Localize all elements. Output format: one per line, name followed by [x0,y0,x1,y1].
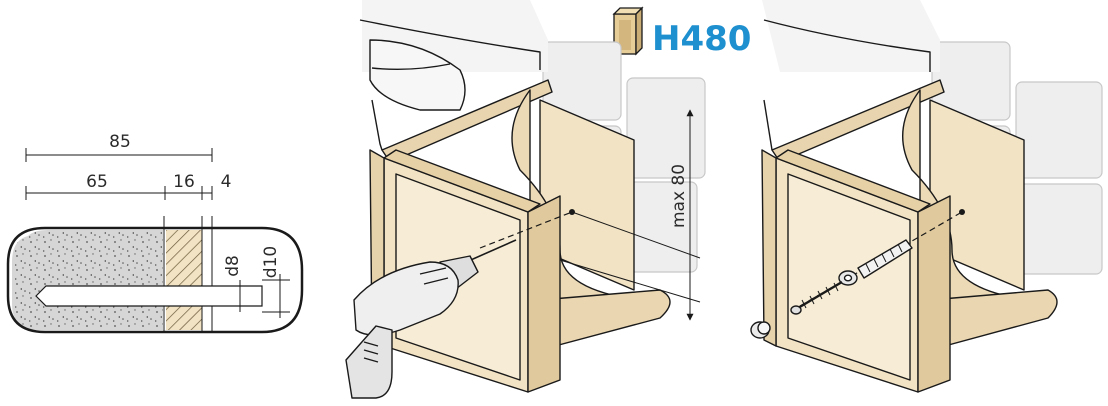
drill-hole [35,285,263,307]
sink-bowl [369,39,466,111]
dimension-lines [25,148,213,200]
dimension-hole-small: d8 [223,255,243,277]
cap-icon [750,321,771,339]
washer-icon [838,270,858,286]
drill-icon [345,239,517,399]
screw-icon [790,280,843,315]
dimension-gap: 4 [221,172,232,192]
product-label: H480 [612,6,751,59]
wall-plug-icon [857,239,913,279]
cross-section: 85 65 16 4 d8 d10 [6,132,304,334]
dimension-concrete: 65 [86,172,108,192]
product-code: H480 [652,19,751,59]
dimension-panel: 16 [173,172,195,192]
max-height-label: max 80 [669,164,689,228]
dimension-hole-large: d10 [261,246,281,278]
section-outline [6,226,304,334]
leg-profile-icon [612,6,644,56]
concrete-wall [12,230,163,330]
fixing-scene [750,0,1103,393]
dimension-total: 85 [109,132,131,152]
drilling-scene [345,0,706,399]
wood-panel [166,230,202,330]
